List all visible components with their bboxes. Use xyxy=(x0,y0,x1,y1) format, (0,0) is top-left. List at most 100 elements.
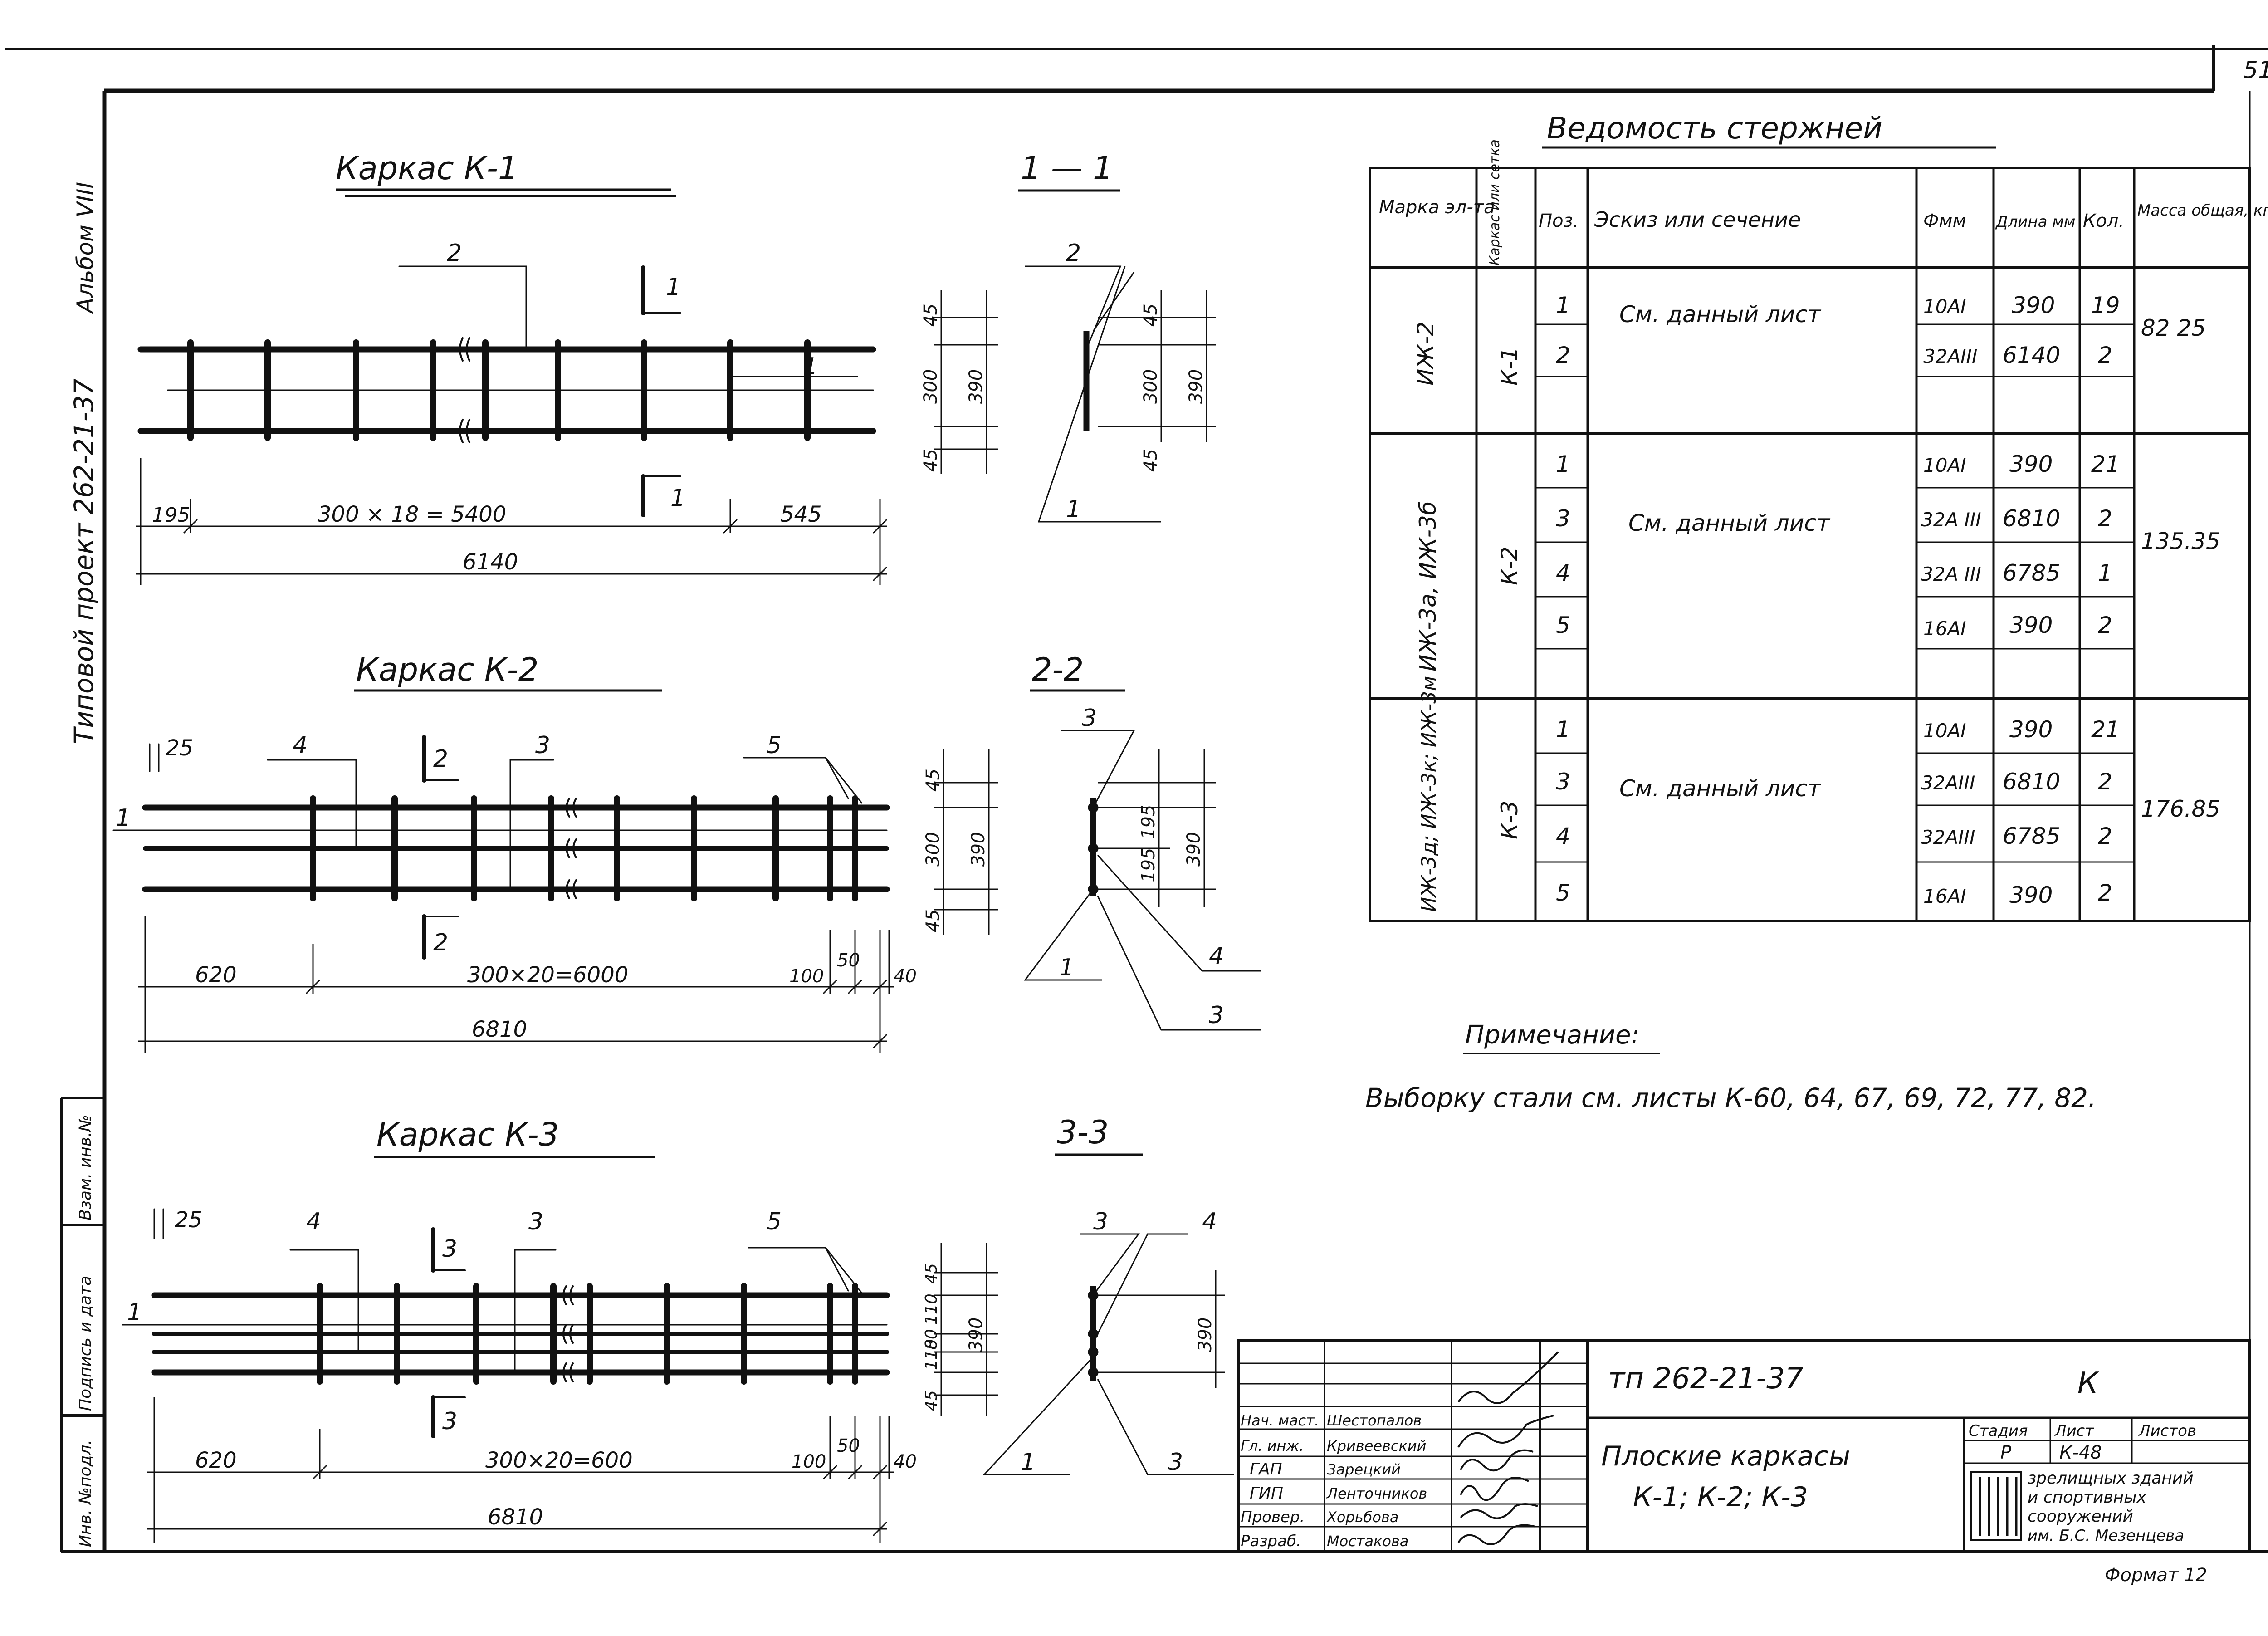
frame-k3-title: Каркас К-3 xyxy=(376,1116,559,1153)
k1-cut-mark-bottom: 1 xyxy=(670,485,685,512)
sec22-label-3-top: 3 xyxy=(1082,705,1097,732)
staff-role-6: Разраб. xyxy=(1241,1532,1301,1550)
signatures xyxy=(1457,1351,1559,1545)
hdr-mark: Марка эл-та xyxy=(1379,197,1495,218)
g2-mark: ИЖ-3а, ИЖ-3б xyxy=(1415,501,1441,672)
sec11-dim-300: 300 xyxy=(920,369,941,404)
g3-r4-len: 390 xyxy=(2009,882,2053,908)
org-line-2: и спортивных xyxy=(2028,1488,2147,1507)
k3-pos-label-5: 5 xyxy=(767,1208,782,1235)
bar-schedule: Ведомость стержней xyxy=(1369,111,2268,922)
k1-pos-label-1: 1 xyxy=(803,353,818,380)
g3-r4-dia: 16АI xyxy=(1923,885,1966,907)
stage-label: Стадия xyxy=(1969,1422,2028,1440)
sec22-label-1: 1 xyxy=(1059,954,1074,981)
g2-r1-dia: 10АI xyxy=(1923,454,1966,476)
frame-k1-view: Каркас К-1 xyxy=(136,150,888,585)
frame-k3-view: Каркас К-3 xyxy=(122,1116,917,1543)
k2-pos-label-5: 5 xyxy=(767,732,782,759)
g2-mass: 135.35 xyxy=(2141,528,2220,554)
k1-dim-right: 545 xyxy=(780,502,822,527)
inv-original-label: Инв. №подл. xyxy=(76,1440,95,1547)
g2-r1-qty: 21 xyxy=(2091,451,2120,477)
k2-cut-mark-bottom: 2 xyxy=(433,929,448,956)
sec22-dim-195-b: 195 xyxy=(1138,848,1159,882)
g2-r2-qty: 2 xyxy=(2098,505,2112,532)
frame-k2-view: Каркас К-2 2 xyxy=(112,651,917,1053)
sec33-dim-45: 45 xyxy=(922,1263,941,1284)
k2-pos-label-25: 25 xyxy=(166,735,193,761)
k3-cut-mark-bottom: 3 xyxy=(442,1408,457,1435)
format-label: Формат 12 xyxy=(2105,1565,2207,1586)
g1-mass: 82 25 xyxy=(2141,315,2206,341)
sec33-dim-390-r: 390 xyxy=(1195,1318,1216,1352)
g1-r1-dia: 10АI xyxy=(1923,295,1966,318)
section-1-1-title: 1 — 1 xyxy=(1021,150,1113,187)
g2-r2-dia: 32А III xyxy=(1921,509,1981,531)
g3-r4-pos: 5 xyxy=(1556,880,1570,906)
g1-r2-pos: 2 xyxy=(1556,342,1570,368)
inv-replace-label: Взам. инв.№ xyxy=(76,1115,95,1220)
k3-dim-mid: 300×20=600 xyxy=(485,1448,633,1473)
k3-dim-50: 50 xyxy=(837,1435,860,1456)
k2-dim-total: 6810 xyxy=(472,1017,527,1042)
k2-pos-label-1: 1 xyxy=(116,804,131,832)
g3-r1-qty: 21 xyxy=(2091,716,2120,743)
section-2-2-title: 2-2 xyxy=(1032,651,1084,688)
sec33-dim-110-a: 110 xyxy=(922,1293,941,1325)
g2-r3-dia: 32А III xyxy=(1921,563,1981,585)
g1-r1-len: 390 xyxy=(2012,292,2055,318)
org-logo-text: ЦНИИЭП xyxy=(1969,1556,1971,1557)
k3-dim-total: 6810 xyxy=(488,1504,543,1530)
g3-r1-dia: 10АI xyxy=(1923,720,1966,742)
hdr-length: Длина мм xyxy=(1995,213,2076,231)
sec33-label-3-bottom: 3 xyxy=(1168,1449,1183,1476)
note-block: Примечание: Выборку стали см. листы К-60… xyxy=(1365,1020,2096,1113)
hdr-frame: Каркас или сетка xyxy=(1487,139,1503,265)
k3-cut-mark-top: 3 xyxy=(442,1235,457,1263)
g1-note: См. данный лист xyxy=(1619,301,1822,328)
staff-name-3: Зарецкий xyxy=(1327,1461,1401,1478)
hdr-sketch: Эскиз или сечение xyxy=(1594,207,1801,232)
k3-dim-100: 100 xyxy=(792,1451,826,1472)
g2-r2-pos: 3 xyxy=(1556,505,1570,532)
g3-r3-qty: 2 xyxy=(2098,823,2112,849)
g2-r2-len: 6810 xyxy=(2003,505,2060,532)
g3-r1-len: 390 xyxy=(2009,716,2053,743)
sec33-dim-110-b: 110 xyxy=(922,1339,941,1370)
g1-r1-qty: 19 xyxy=(2091,292,2120,318)
sec11-label-1: 1 xyxy=(1066,496,1081,523)
album-label: Альбом VIII xyxy=(72,182,98,314)
g2-r3-pos: 4 xyxy=(1556,560,1570,586)
g3-r2-pos: 3 xyxy=(1556,769,1570,795)
g2-frame: К-2 xyxy=(1496,547,1523,585)
section-2-2-view: 2-2 3 4 1 3 45 300 xyxy=(923,651,1261,1031)
g3-r2-qty: 2 xyxy=(2098,769,2112,795)
sec11-dim-390: 390 xyxy=(966,369,987,404)
hdr-qty: Кол. xyxy=(2083,211,2124,231)
g2-r4-dia: 16АI xyxy=(1923,617,1966,640)
frame-k2-title: Каркас К-2 xyxy=(356,651,538,688)
sec22-dim-390-r: 390 xyxy=(1183,832,1204,867)
sec33-label-1: 1 xyxy=(1021,1449,1036,1476)
hdr-mass: Масса общая, кг xyxy=(2137,201,2268,220)
sheets-label: Листов xyxy=(2138,1422,2196,1440)
sec11-dim-45-top: 45 xyxy=(920,304,941,327)
k1-cut-mark-top: 1 xyxy=(666,274,681,301)
sec11-dim-45-bottom: 45 xyxy=(920,449,941,472)
staff-name-1: Шестопалов xyxy=(1327,1412,1422,1429)
staff-list: Нач. маст. Шестопалов Гл. инж. Кривеевск… xyxy=(1241,1412,1427,1550)
drawing-title-line-2: К-1; К-2; К-3 xyxy=(1633,1481,1808,1513)
sign-date-label: Подпись и дата xyxy=(76,1276,95,1411)
sec11-dim-45-r-bottom: 45 xyxy=(1140,449,1161,472)
sec33-dim-45-bottom: 45 xyxy=(922,1390,941,1411)
project-label: Типовой проект 262-21-37 xyxy=(68,378,99,744)
title-block-letter: К xyxy=(2077,1367,2099,1400)
g2-r4-pos: 5 xyxy=(1556,612,1570,638)
k3-pos-label-3: 3 xyxy=(528,1208,543,1235)
g1-r1-pos: 1 xyxy=(1556,292,1570,318)
schedule-title: Ведомость стержней xyxy=(1547,111,1882,146)
k3-dim-left: 620 xyxy=(195,1448,237,1473)
sec22-label-4: 4 xyxy=(1209,943,1224,970)
staff-role-4: ГИП xyxy=(1250,1484,1283,1503)
